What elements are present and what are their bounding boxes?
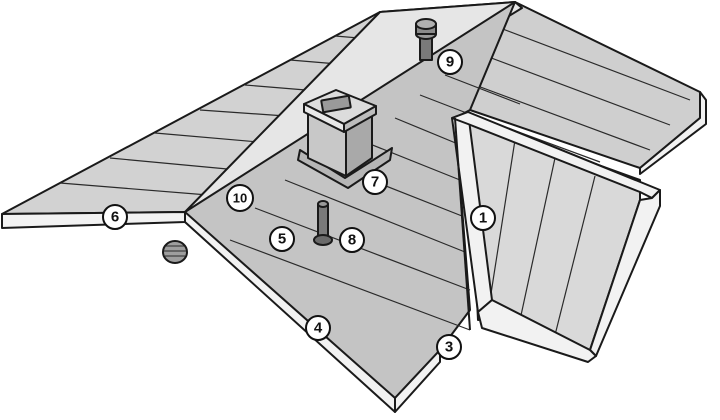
svg-text:3: 3: [445, 339, 453, 356]
svg-text:4: 4: [314, 320, 323, 337]
chimney: [297, 89, 393, 189]
svg-text:1: 1: [479, 210, 487, 227]
svg-text:10: 10: [233, 191, 247, 206]
svg-text:8: 8: [348, 232, 356, 249]
valley-line: [454, 117, 471, 331]
plumbing-vent-stack: [313, 200, 333, 246]
svg-text:5: 5: [278, 231, 286, 248]
svg-text:7: 7: [371, 174, 379, 191]
svg-text:9: 9: [446, 54, 454, 71]
dormer-bottom-trim: [477, 299, 597, 363]
dormer-courses: [489, 139, 596, 336]
callout-7: 7: [362, 169, 388, 195]
callout-8: 8: [339, 227, 365, 253]
lower-roof-courses: [229, 74, 521, 331]
callout-5: 5: [269, 226, 295, 252]
gable-vent: [162, 240, 188, 264]
svg-text:6: 6: [111, 209, 119, 226]
callout-3: 3: [436, 334, 462, 360]
ridge-vent-pipe: [415, 18, 437, 61]
callout-1: 1: [470, 205, 496, 231]
callout-4: 4: [305, 315, 331, 341]
callout-9: 9: [437, 49, 463, 75]
right-eave-fascia: [639, 91, 707, 175]
callout-6: 6: [102, 204, 128, 230]
left-eave-fascia: [1, 211, 186, 229]
callout-10: 10: [226, 184, 254, 212]
front-eave-fascia: [394, 349, 441, 413]
